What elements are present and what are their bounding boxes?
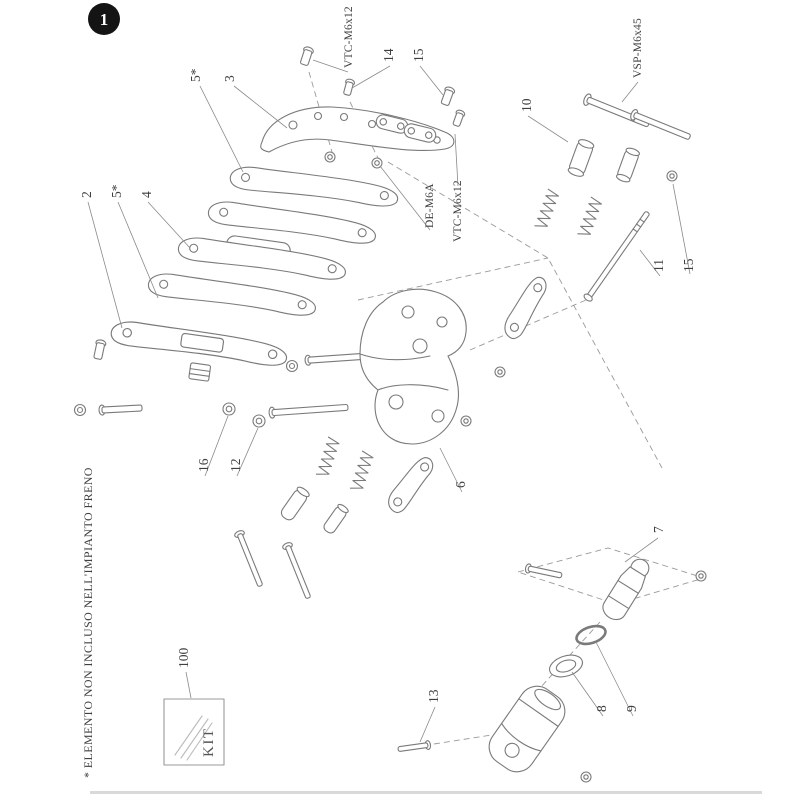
- screw-icon: [583, 93, 650, 128]
- callout-15-upper: 15: [411, 48, 426, 62]
- label-vtc-m6x12-mid: VTC-M6x12: [452, 180, 464, 242]
- lever-plate: [228, 164, 400, 209]
- nut-icon: [371, 157, 383, 169]
- spring-icon: [349, 450, 375, 493]
- callout-14: 14: [381, 48, 396, 62]
- page-edge: [90, 791, 762, 794]
- bolt-icon: [452, 109, 466, 127]
- washer-icon: [695, 570, 707, 582]
- pin-icon: [280, 486, 310, 521]
- cylinder-body: [488, 685, 566, 773]
- washer-icon: [580, 771, 592, 783]
- bolt-icon: [93, 339, 107, 360]
- callout-16: 16: [196, 458, 211, 472]
- screw-icon: [630, 108, 691, 140]
- callout-8: 8: [594, 705, 609, 712]
- washer-icon: [73, 403, 87, 417]
- callout-7: 7: [651, 526, 666, 533]
- link-plate: [388, 457, 434, 514]
- callout-5-lower: 5*: [109, 184, 124, 198]
- spring-icon: [315, 436, 341, 479]
- exploded-drawing: [73, 46, 707, 783]
- screw-icon: [268, 403, 349, 419]
- screw-icon: [282, 542, 311, 599]
- callout-3: 3: [222, 75, 237, 82]
- lever-plate: [146, 270, 318, 319]
- callout-5-upper: 5*: [188, 68, 203, 82]
- washer-icon: [666, 170, 678, 182]
- screw-icon: [343, 78, 356, 96]
- screw-icon: [98, 404, 143, 416]
- kit-box: [163, 698, 225, 766]
- threaded-rod: [583, 211, 650, 302]
- o-ring-icon: [575, 624, 607, 646]
- kit-label: KIT: [201, 728, 217, 758]
- bolt-icon: [440, 86, 456, 106]
- nut-icon: [285, 359, 299, 373]
- screw-icon: [524, 563, 563, 579]
- callout-2: 2: [79, 191, 94, 198]
- seal-ring-icon: [548, 654, 584, 678]
- spring-icon: [577, 196, 604, 239]
- screw-icon: [234, 530, 263, 587]
- washer-icon: [460, 415, 472, 427]
- bushing-icon: [567, 139, 595, 177]
- label-vsp-m6x45: VSP-M6x45: [632, 18, 644, 78]
- washer-icon: [494, 366, 506, 378]
- bushing-icon: [616, 147, 640, 183]
- callout-11: 11: [651, 259, 666, 272]
- lever-plate: [206, 198, 378, 247]
- top-plate: [260, 106, 455, 153]
- leader-lines: [87, 59, 691, 743]
- callout-15-lower: 15: [681, 258, 696, 272]
- pin-icon: [323, 503, 349, 534]
- link-plate: [403, 123, 437, 143]
- callout-10: 10: [519, 98, 534, 112]
- callout-labels: 5* 3 VTC-M6x12 14 15 VSP-M6x45 10 2 5* 4…: [79, 6, 696, 757]
- callout-6: 6: [453, 481, 468, 488]
- label-de-m6a: DE-M6A: [424, 183, 436, 228]
- label-vtc-m6x12-top: VTC-M6x12: [343, 6, 355, 68]
- callout-13: 13: [426, 689, 441, 703]
- lever-plate: [109, 318, 290, 369]
- figure-number: 1: [100, 10, 109, 29]
- callout-100: 100: [176, 648, 191, 669]
- spacer-stack: [188, 362, 212, 382]
- screw-icon: [300, 46, 314, 66]
- side-plate: [504, 276, 547, 340]
- screw-icon: [397, 740, 432, 752]
- side-note: * ELEMENTO NON INCLUSO NELL'IMPIANTO FRE…: [81, 467, 95, 778]
- figure-number-badge: 1: [88, 3, 120, 35]
- piston: [602, 558, 650, 621]
- lever-plate: [176, 234, 348, 283]
- callout-4: 4: [139, 191, 154, 198]
- callout-12: 12: [228, 459, 243, 473]
- assembly-axis-lines: [308, 71, 706, 745]
- washer-icon: [252, 414, 266, 428]
- callout-9: 9: [624, 705, 639, 712]
- nut-icon: [222, 402, 236, 416]
- spring-icon: [534, 188, 561, 231]
- caliper-bracket: [359, 288, 467, 445]
- nut-icon: [324, 151, 336, 163]
